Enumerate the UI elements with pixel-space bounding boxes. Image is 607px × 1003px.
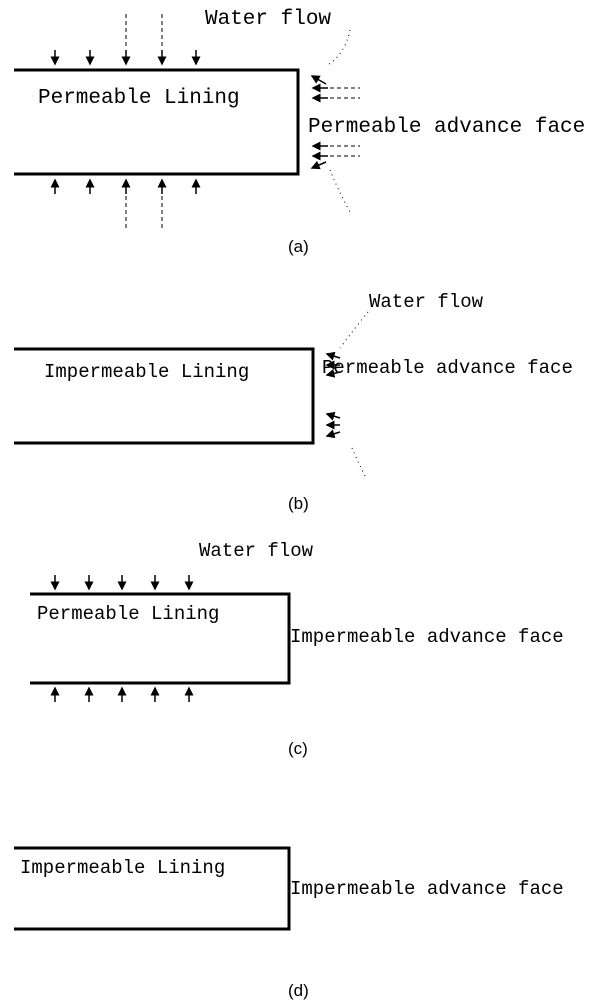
panel-c: Water flow Permeable Lining Impermeable …	[30, 540, 564, 758]
advance-face-label: Impermeable advance face	[290, 878, 564, 900]
panel-b: Impermeable Lining Permeable advance fac…	[14, 291, 573, 513]
water-flow-leader	[351, 447, 367, 479]
water-flow-leader	[325, 29, 351, 67]
panel-a: Permeable Lining Permeable advance face …	[14, 8, 585, 256]
panel-caption: (d)	[288, 981, 309, 1000]
lining-label: Permeable Lining	[38, 87, 240, 110]
face-inflow-arrows	[310, 75, 360, 170]
water-flow-label: Water flow	[199, 540, 314, 562]
lining-label: Impermeable Lining	[20, 857, 225, 879]
top-inflow-arrows	[50, 14, 201, 66]
advance-face-label: Permeable advance face	[308, 116, 585, 139]
tunnel-lining-outline	[14, 846, 291, 931]
tunnel-lining-outline	[14, 347, 315, 445]
bottom-inflow-arrows	[50, 686, 194, 702]
tunnel-lining-outline	[14, 68, 300, 176]
top-inflow-arrows	[50, 575, 194, 591]
advance-face-label: Impermeable advance face	[290, 626, 564, 648]
panel-caption: (a)	[288, 237, 309, 256]
advance-face-label: Permeable advance face	[322, 357, 573, 379]
panel-d: Impermeable Lining Impermeable advance f…	[14, 846, 564, 1000]
panel-caption: (b)	[288, 494, 309, 513]
lining-label: Impermeable Lining	[44, 361, 249, 383]
face-inflow-arrows	[325, 351, 341, 439]
bottom-inflow-arrows	[50, 178, 201, 228]
tunnel-lining-outline	[30, 592, 291, 685]
panel-caption: (c)	[288, 739, 308, 758]
water-flow-leader	[329, 169, 351, 213]
water-flow-label: Water flow	[205, 8, 331, 31]
water-flow-label: Water flow	[369, 291, 484, 313]
water-flow-leader	[339, 311, 369, 349]
lining-label: Permeable Lining	[37, 603, 219, 625]
